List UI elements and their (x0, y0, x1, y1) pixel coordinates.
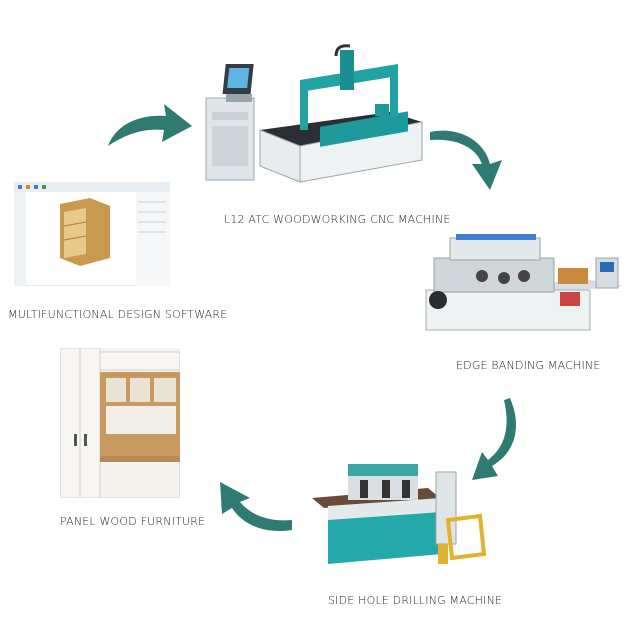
edge-banding-machine-image (425, 234, 624, 331)
arrow-software-to-cnc-icon (108, 104, 192, 146)
arrow-cnc-to-edge-banding-icon (430, 130, 502, 190)
panel-wood-furniture-image (60, 348, 180, 498)
edge-banding-machine-label: EDGE BANDING MACHINE (456, 359, 601, 372)
cnc-machine-image (205, 44, 423, 183)
design-software-image (14, 182, 170, 286)
arrow-edge-banding-to-drilling-icon (472, 398, 516, 480)
side-hole-drilling-machine-label: SIDE HOLE DRILLING MACHINE (328, 594, 503, 607)
arrow-drilling-to-furniture-icon (220, 482, 292, 532)
cnc-machine-label: L12 ATC WOODWORKING CNC MACHINE (224, 213, 451, 226)
side-hole-drilling-machine-image (312, 464, 487, 564)
design-software-label: MULTIFUNCTIONAL DESIGN SOFTWARE (8, 308, 228, 321)
panel-wood-furniture-label: PANEL WOOD FURNITURE (60, 515, 206, 528)
